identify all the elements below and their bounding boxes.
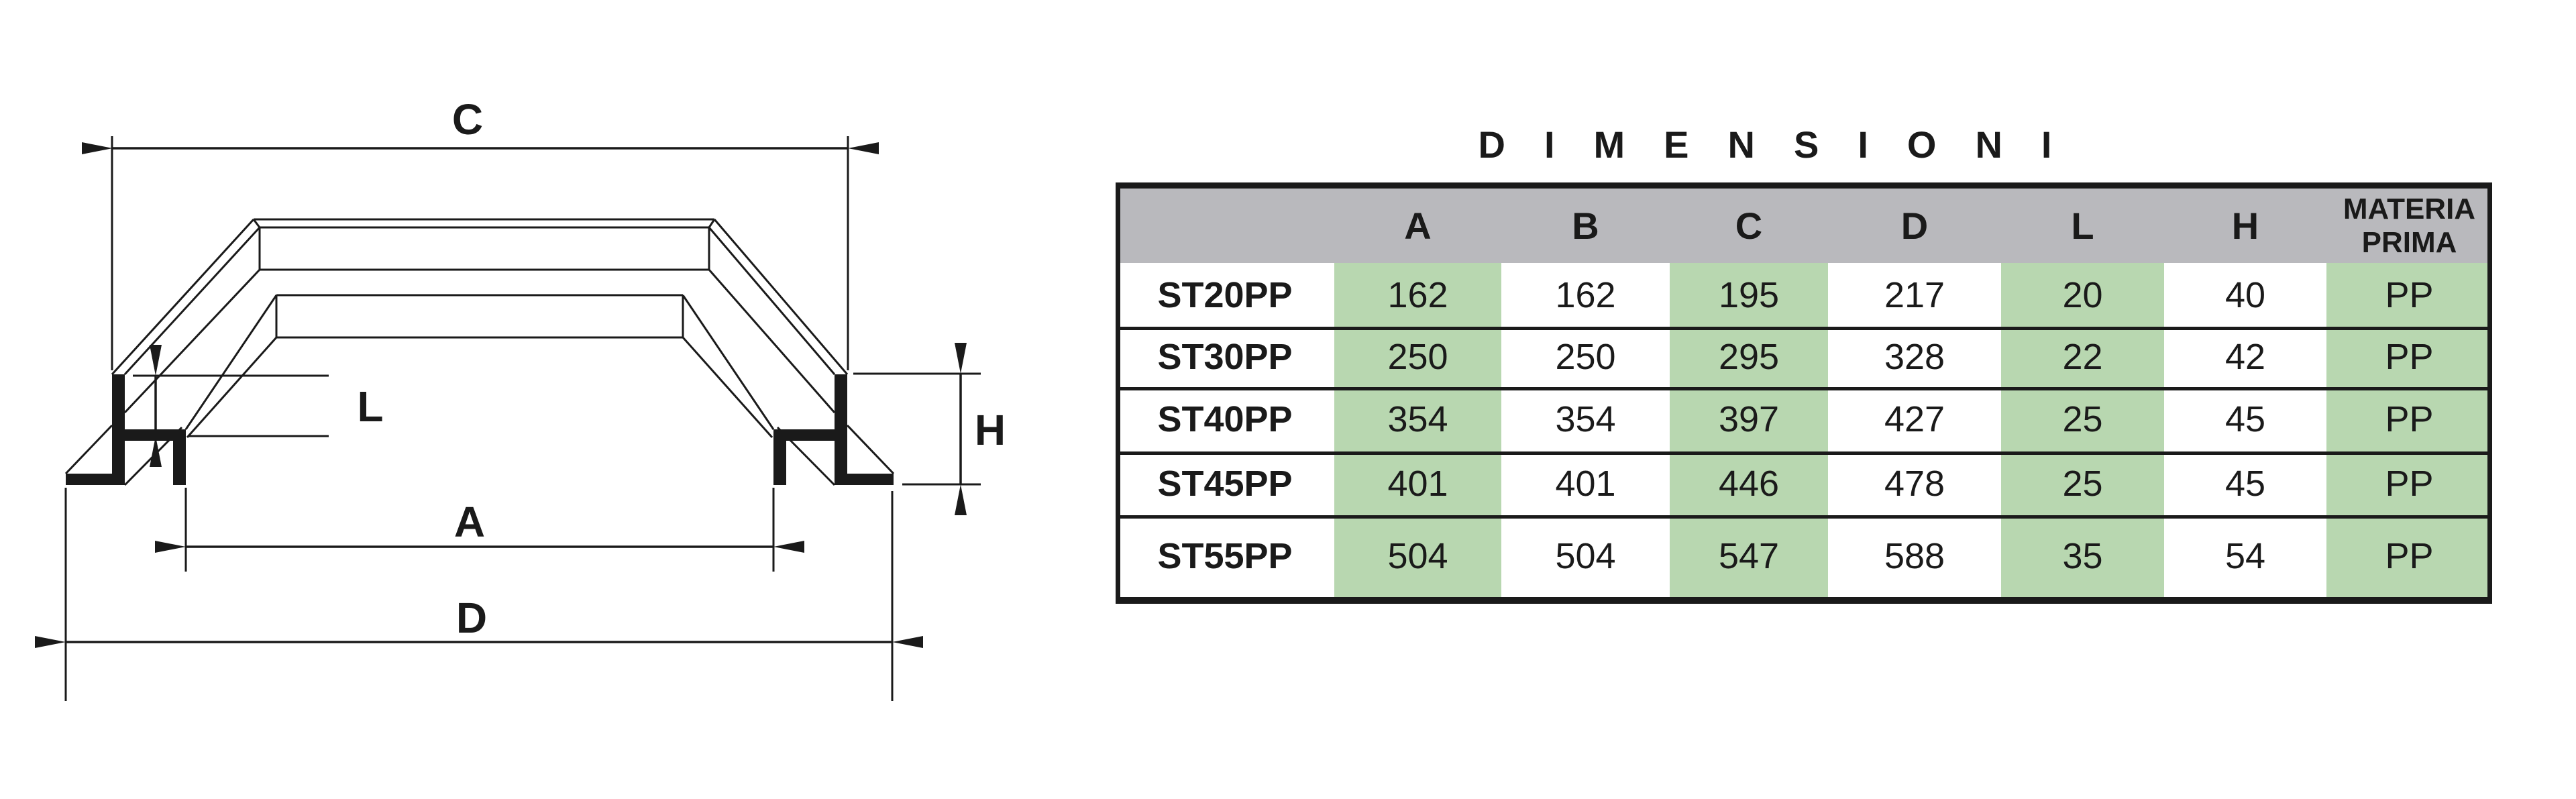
profile-outline <box>64 218 895 486</box>
row-separator <box>1116 387 2492 390</box>
table-cell: 54 <box>2224 536 2266 576</box>
green-band-A <box>1334 263 1501 597</box>
table-cell: 250 <box>1555 337 1616 377</box>
column-header-H: H <box>2231 205 2259 247</box>
table-cell: 25 <box>2062 463 2103 504</box>
materia-line: MATERIA <box>2343 192 2476 225</box>
product-code: ST40PP <box>1157 399 1293 439</box>
bracket-technical-drawing: C L A D H <box>35 95 1006 701</box>
table-cell: PP <box>2385 463 2434 504</box>
row-separator <box>1116 451 2492 455</box>
dim-label-d: D <box>456 594 487 642</box>
green-band-L <box>2001 263 2164 597</box>
table-cell: 25 <box>2062 399 2103 439</box>
table-cell: 217 <box>1884 274 1945 315</box>
table-cell: 547 <box>1718 536 1780 576</box>
dim-label-c: C <box>452 95 483 144</box>
table-title: DIMENSIONI <box>1478 123 2091 166</box>
table-cell: 504 <box>1387 536 1448 576</box>
table-cell: 478 <box>1884 463 1945 504</box>
table-cell: 20 <box>2062 274 2103 315</box>
green-band-C <box>1670 263 1828 597</box>
green-band-materia <box>2326 263 2492 597</box>
product-code: ST45PP <box>1157 463 1293 504</box>
table-cell: 45 <box>2224 463 2266 504</box>
table-cell: 250 <box>1387 337 1448 377</box>
table-cell: PP <box>2385 399 2434 439</box>
column-header-materia-prima: MATERIA PRIMA <box>2326 189 2492 263</box>
column-header-D: D <box>1900 205 1929 247</box>
table-border-top <box>1116 182 2492 189</box>
table-cell: 401 <box>1387 463 1448 504</box>
dimension-lines <box>35 142 967 648</box>
table-border-bottom <box>1116 597 2492 604</box>
table-cell: 397 <box>1718 399 1780 439</box>
dimensions-table: A B C D L H MATERIA PRIMA ST20PP 162 162… <box>1116 182 2492 604</box>
table-cell: 504 <box>1555 536 1616 576</box>
table-cell: 354 <box>1555 399 1616 439</box>
product-code: ST30PP <box>1157 337 1293 377</box>
row-separator <box>1116 327 2492 330</box>
table-cell: 162 <box>1555 274 1616 315</box>
table-cell: PP <box>2385 536 2434 576</box>
product-code: ST20PP <box>1157 274 1293 315</box>
table-cell: PP <box>2385 274 2434 315</box>
table-border-right <box>2487 182 2492 604</box>
table-cell: 328 <box>1884 337 1945 377</box>
table-cell: 40 <box>2224 274 2266 315</box>
table-cell: 295 <box>1718 337 1780 377</box>
column-header-A: A <box>1404 205 1432 247</box>
row-separator <box>1116 515 2492 519</box>
table-cell: 446 <box>1718 463 1780 504</box>
table-cell: PP <box>2385 337 2434 377</box>
table-cell: 42 <box>2224 337 2266 377</box>
table-cell: 354 <box>1387 399 1448 439</box>
table-cell: 195 <box>1718 274 1780 315</box>
column-header-B: B <box>1572 205 1599 247</box>
table-cell: 162 <box>1387 274 1448 315</box>
column-header-L: L <box>2071 205 2094 247</box>
table-cell: 22 <box>2062 337 2103 377</box>
table-cell: 427 <box>1884 399 1945 439</box>
left-leg-cross-section <box>66 374 186 485</box>
dim-label-a: A <box>454 498 485 546</box>
right-leg-cross-section <box>773 374 894 485</box>
table-header-background <box>1116 189 2492 263</box>
dim-label-h: H <box>975 406 1006 454</box>
product-code: ST55PP <box>1157 536 1293 576</box>
table-border-left <box>1116 182 1120 604</box>
table-cell: 45 <box>2224 399 2266 439</box>
table-cell: 588 <box>1884 536 1945 576</box>
table-cell: 35 <box>2062 536 2103 576</box>
column-header-C: C <box>1735 205 1763 247</box>
table-cell: 401 <box>1555 463 1616 504</box>
prima-line: PRIMA <box>2361 225 2457 259</box>
dim-label-l: L <box>357 382 383 431</box>
